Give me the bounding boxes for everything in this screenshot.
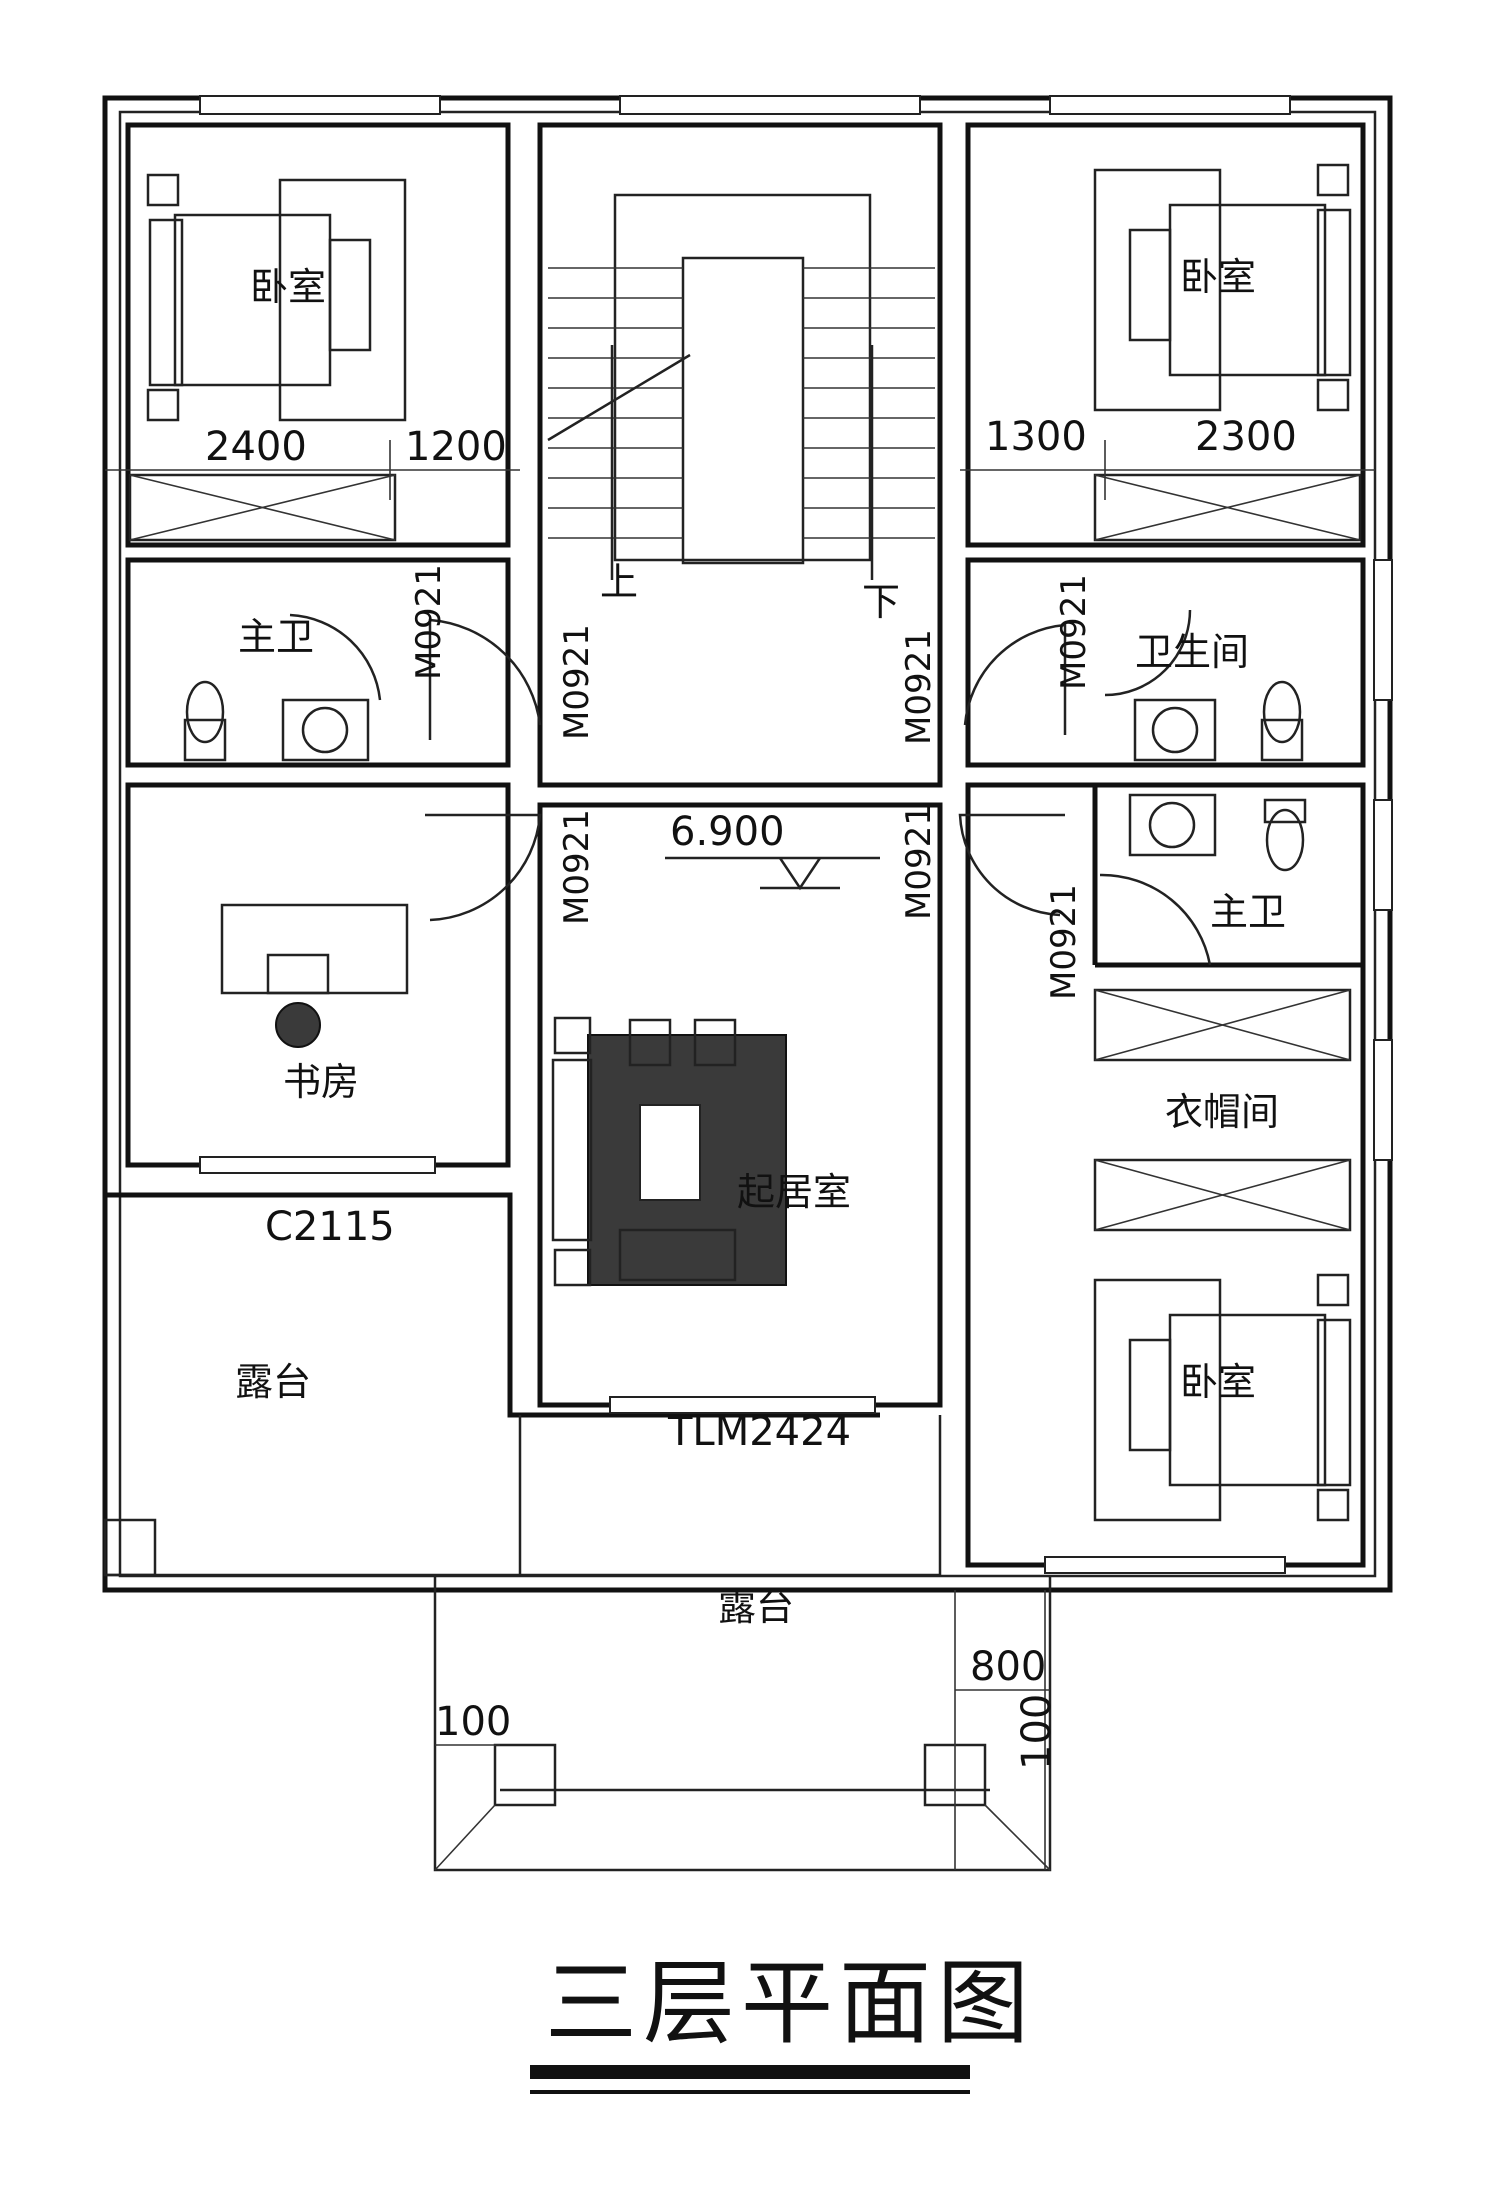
door-code-1: M0921: [409, 564, 449, 680]
staircase: [547, 193, 935, 580]
room-label-closet: 衣帽间: [1165, 1090, 1279, 1134]
room-label-bedroom-nw: 卧室: [250, 265, 326, 309]
doors: [289, 609, 1212, 966]
room-label-bedroom-se: 卧室: [1180, 1360, 1256, 1404]
plan-title-block: 三层平面图: [530, 1950, 1035, 2094]
exterior-walls: [102, 95, 1393, 1593]
dimension-1200: 1200: [405, 424, 507, 470]
plan-title: 三层平面图: [545, 1950, 1035, 2057]
dimension-labels: 2400 1200 1300 2300 800 100 100 6.900: [205, 414, 1297, 1770]
window-code-c2115: C2115: [265, 1204, 395, 1250]
dimension-lines: [105, 440, 1375, 1870]
dimension-2300: 2300: [1195, 414, 1297, 460]
bed-se: [1093, 1273, 1352, 1522]
room-label-terrace-w: 露台: [235, 1360, 311, 1404]
opening-codes: M0921 M0921 M0921 M0921 M0921 M0921 M092…: [265, 564, 1094, 1455]
interior-walls: [103, 122, 1366, 1872]
door-code-3: M0921: [899, 629, 939, 745]
door-code-4: M0921: [1054, 574, 1094, 690]
living-furniture: [551, 1016, 787, 1287]
bed-nw: [146, 173, 407, 422]
elevation-value: 6.900: [670, 809, 785, 855]
wardrobes: [128, 473, 1362, 1232]
door-code-5: M0921: [557, 809, 597, 925]
room-label-master-bath-w: 主卫: [238, 615, 314, 659]
room-label-study: 书房: [283, 1060, 359, 1104]
bed-ne: [1093, 163, 1352, 412]
dimension-800: 800: [970, 1644, 1046, 1690]
dimension-1300: 1300: [985, 414, 1087, 460]
title-underline-thick: [530, 2065, 970, 2079]
room-label-bathroom-e: 卫生间: [1135, 630, 1249, 674]
dimension-100-right: 100: [1014, 1694, 1060, 1770]
room-label-living: 起居室: [737, 1170, 851, 1214]
room-label-master-bath-e: 主卫: [1210, 890, 1286, 934]
door-code-7: M0921: [1044, 884, 1084, 1000]
stair-label-up: 上: [600, 560, 638, 604]
room-label-bedroom-ne: 卧室: [1180, 255, 1256, 299]
room-labels: 卧室 卧室 卧室 主卫 卫生间 主卫 书房 起居室 衣帽间 露台 露台 上 下: [235, 255, 1286, 1629]
window-code-tlm2424: TLM2424: [667, 1409, 851, 1455]
elevation-marker: [665, 856, 880, 891]
door-code-6: M0921: [899, 804, 939, 920]
room-label-terrace-s: 露台: [718, 1585, 794, 1629]
dimension-100: 100: [435, 1699, 511, 1745]
fixtures: [183, 680, 1307, 872]
study-desk: [220, 903, 409, 1048]
stair-label-down: 下: [862, 580, 900, 624]
dimension-2400: 2400: [205, 424, 307, 470]
interior-windows: [199, 1156, 1286, 1574]
title-underline-thin: [530, 2090, 970, 2094]
door-code-2: M0921: [557, 624, 597, 740]
